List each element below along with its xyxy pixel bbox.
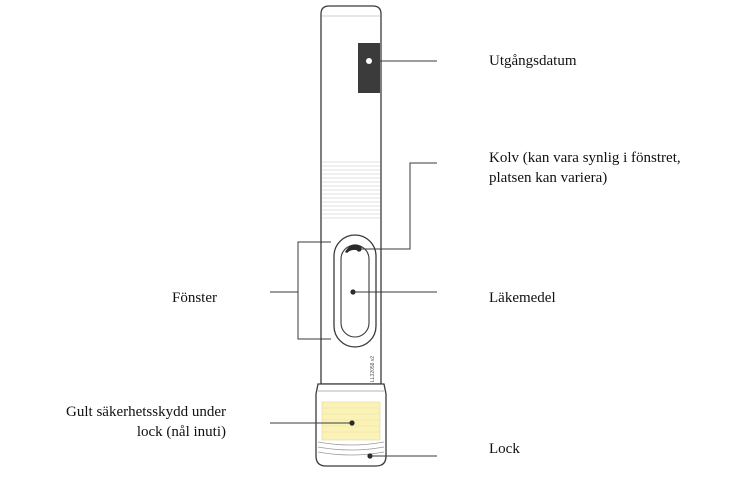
expiry-date-box — [358, 43, 380, 93]
leader-medicine — [350, 289, 437, 295]
leader-plunger — [356, 162, 437, 252]
label-cap: Lock — [489, 441, 520, 457]
label-window: Fönster — [172, 290, 217, 306]
leader-line-plunger — [361, 162, 437, 250]
label-yellow-guard-line1: Gult säkerhetsskydd under — [66, 404, 226, 420]
label-plunger-line1: Kolv (kan vara synlig i fönstret, — [489, 150, 681, 166]
leader-dot-expiry — [366, 58, 372, 64]
leader-dot-plunger — [356, 246, 362, 252]
leader-expiry — [366, 58, 437, 64]
leader-guard — [270, 420, 355, 426]
guard-ridges — [322, 407, 380, 433]
label-expiry-date: Utgångsdatum — [489, 53, 577, 69]
leader-cap — [367, 453, 437, 459]
leader-dot-guard — [349, 420, 355, 426]
plunger-shape — [345, 244, 362, 253]
grip-ribs — [322, 161, 380, 219]
window-bracket — [297, 241, 331, 340]
label-yellow-guard-line2: lock (nål inuti) — [136, 424, 226, 440]
label-medicine: Läkemedel — [489, 290, 556, 306]
label-plunger-line2: platsen kan variera) — [489, 170, 608, 186]
cap-bottom-ridges — [317, 441, 385, 456]
figure-code: LL32058 v2 — [370, 356, 376, 382]
